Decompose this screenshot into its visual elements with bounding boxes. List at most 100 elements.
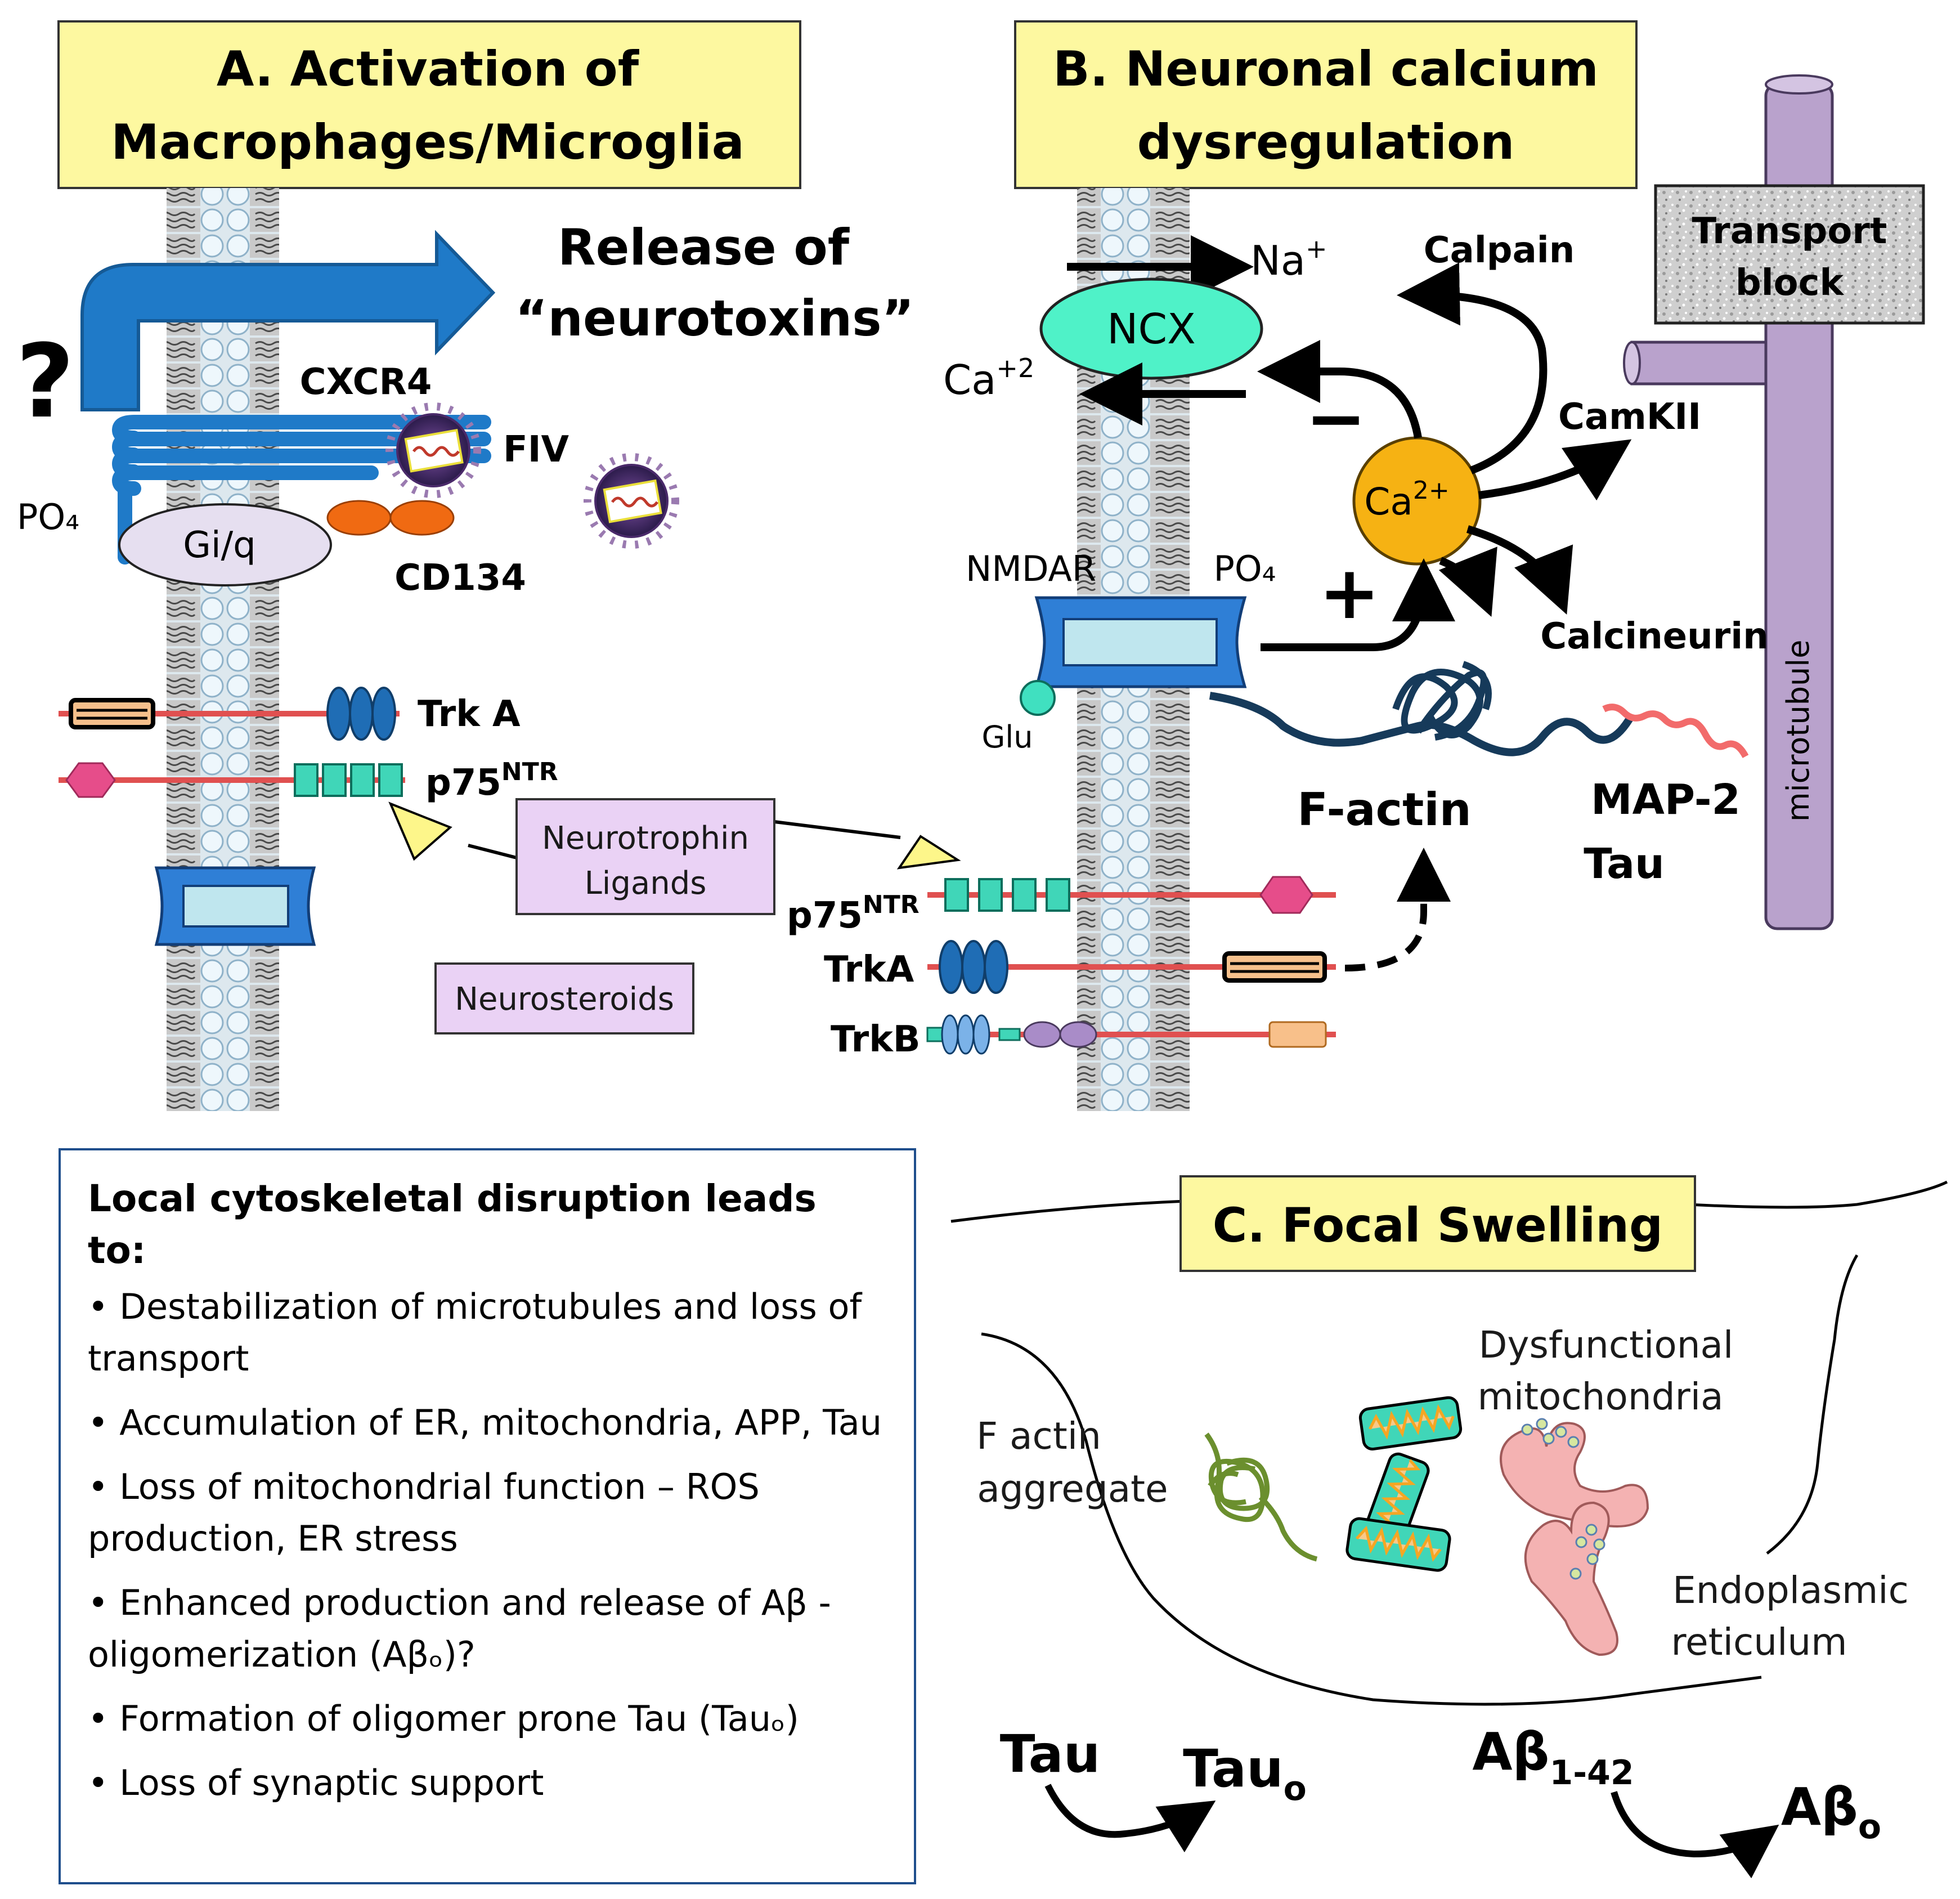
glu-label: Glu (981, 719, 1033, 755)
trka-receptor-a (59, 687, 400, 741)
panel-b: B. Neuronal calcium dysregulation microt… (787, 20, 1925, 1111)
tau-label-b: Tau (1584, 840, 1665, 888)
consequence-item: • Loss of mitochondrial function – ROS p… (88, 1466, 760, 1559)
ncx-exchanger (1039, 277, 1263, 380)
calcium-label: Ca2+ (1364, 476, 1449, 523)
p75-label-b: p75NTR (787, 890, 920, 937)
transport-block-line1: Transport (1692, 210, 1887, 252)
neurotrophin-ligand-b-icon (896, 835, 961, 870)
neurosteroids-label: Neurosteroids (455, 981, 674, 1018)
trkb-label: TrkB (831, 1019, 921, 1060)
trkb-receptor (926, 1014, 1336, 1055)
ca-label: Ca+2 (943, 353, 1034, 404)
abeta-conversion-arrow (1611, 1791, 1779, 1879)
ca-to-ncx-arrow (1257, 340, 1422, 439)
factin-tangle-icon (1392, 661, 1492, 741)
dysfunctional-mito-line2: mitochondria (1477, 1375, 1723, 1418)
p75-receptor-b (927, 876, 1336, 914)
po4-label-a: PO₄ (17, 496, 79, 538)
microtubule-branch-end (1623, 341, 1641, 385)
panel-c-title: C. Focal Swelling (1213, 1198, 1663, 1253)
consequence-item: • Accumulation of ER, mitochondria, APP,… (88, 1402, 882, 1443)
glutamate-ligand (1020, 680, 1056, 716)
axon-outline-swelling (981, 1332, 1762, 1706)
map2-tau-link (1602, 704, 1749, 758)
panel-a: A. Activation of Macrophages/Microglia ?… (16, 20, 914, 1111)
calpain-label: Calpain (1424, 230, 1575, 271)
consequence-item: • Formation of oligomer prone Tau (Tauₒ) (88, 1698, 799, 1739)
trka-receptor-b (927, 940, 1336, 994)
fiv-virion-bound-icon (385, 402, 481, 498)
calcineurin-label: Calcineurin (1540, 616, 1769, 657)
cxcr4-label: CXCR4 (300, 361, 432, 403)
giq-label: Gi/q (183, 525, 256, 566)
endoplasmic-reticulum-icon (1500, 1418, 1649, 1656)
consequence-item: • Loss of synaptic support (88, 1762, 544, 1803)
panel-b-title-line1: B. Neuronal calcium (1053, 41, 1599, 97)
panel-b-title-box (1014, 20, 1638, 189)
neurotrophin-ligands-box (515, 798, 775, 915)
tau-label-c: Tau (1000, 1724, 1100, 1784)
ca-to-factin-arrow (1438, 547, 1497, 617)
trka-label-b: TrkA (824, 949, 914, 991)
question-mark: ? (16, 323, 74, 441)
transport-block-box (1654, 184, 1925, 325)
consequence-item: • Destabilization of microtubules and lo… (88, 1286, 862, 1379)
trka-label-a: Trk A (418, 693, 521, 735)
factin-label-b: F-actin (1297, 783, 1471, 836)
ligand-connector-right (774, 820, 901, 839)
panel-a-title-line1: A. Activation of (217, 41, 640, 97)
ca-to-calpain-arrow (1397, 262, 1548, 474)
po4-label-b: PO₄ (1213, 548, 1276, 589)
er-label-line1: Endoplasmic (1672, 1569, 1909, 1612)
panel-c: C. Focal Swelling Dysfunctional mitochon… (950, 1175, 1948, 1879)
neurotrophin-line2: Ligands (585, 865, 707, 902)
neurotrophin-line1: Neurotrophin (542, 820, 749, 857)
er-label-line2: reticulum (1671, 1620, 1847, 1664)
p75-receptor-a (59, 762, 405, 798)
microtubule-label: microtubule (1780, 640, 1816, 822)
shared-labels: Neurotrophin Ligands Neurosteroids (434, 798, 901, 1034)
plus-sign: + (1319, 550, 1380, 635)
fiv-virion-free-icon (584, 453, 679, 549)
nmdar-label: NMDAR (966, 548, 1096, 589)
neurotrophin-ligand-a-icon (388, 801, 452, 861)
ligand-connector-left (468, 844, 517, 859)
fiv-label: FIV (503, 429, 569, 471)
nmdar-to-ca-arrow (1261, 558, 1455, 651)
panel-a-title-box (57, 20, 801, 189)
ca-to-calcineurin-arrow (1466, 525, 1573, 615)
map2-label: MAP-2 (1591, 776, 1741, 824)
release-line2: “neurotoxins” (515, 289, 914, 347)
release-arrow (80, 230, 496, 411)
p75-label-a: p75NTR (425, 758, 558, 804)
factin-aggregate-icon (1204, 1432, 1318, 1562)
ncx-label: NCX (1107, 305, 1196, 353)
factin-aggregate-line1: F actin (976, 1414, 1101, 1458)
nmdar-channel-b (1034, 596, 1247, 688)
tau-oligomer-label: Tauo (1183, 1739, 1307, 1808)
consequence-item: • Enhanced production and release of Aβ … (88, 1582, 831, 1675)
cd134-left-domain (326, 500, 392, 536)
camkii-label: CamKII (1558, 396, 1701, 438)
consequences-title: Local cytoskeletal disruption leads to: (88, 1177, 817, 1272)
cd134-label: CD134 (394, 557, 526, 599)
mitochondria-icon (1345, 1396, 1463, 1572)
membrane-a (167, 188, 279, 1111)
tau-conversion-arrow (1044, 1784, 1216, 1853)
cd134-right-domain (389, 500, 455, 536)
microtubule-branch (1630, 341, 1768, 386)
minus-sign: − (1306, 375, 1367, 461)
panel-c-title-box (1179, 1175, 1696, 1272)
consequences-panel: Local cytoskeletal disruption leads to: … (59, 1148, 916, 1884)
release-line1: Release of (558, 218, 850, 276)
nmdar-channel-a (154, 866, 316, 946)
panel-b-title-line2: dysregulation (1137, 114, 1515, 171)
panel-a-title-line2: Macrophages/Microglia (111, 114, 744, 171)
axon-outline-right (1766, 1254, 1859, 1555)
abeta-label: Aβ1-42 (1472, 1722, 1634, 1793)
trka-to-factin-arrow (1344, 848, 1451, 971)
microtubule-top (1765, 74, 1833, 95)
giq-protein (118, 503, 332, 586)
